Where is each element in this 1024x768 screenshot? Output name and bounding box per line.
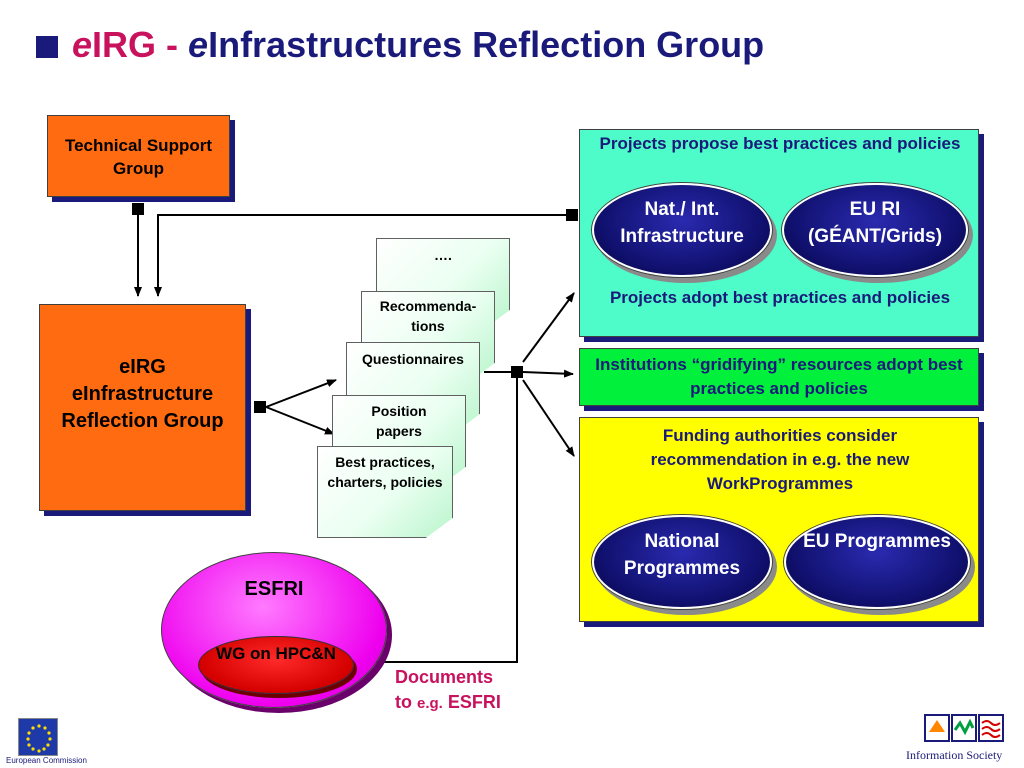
eirg-to-docs-arrow-upper xyxy=(265,379,337,408)
technical-support-group-label: Technical Support Group xyxy=(64,136,213,178)
eirg-line-1: eIRG xyxy=(119,356,166,378)
projects-to-eirg-arrow xyxy=(154,214,574,297)
documents-to-esfri-label: Documents to e.g. ESFRI xyxy=(395,665,501,716)
title-bullet xyxy=(36,36,58,58)
esfri-label: ESFRI xyxy=(244,578,304,600)
document-recommendations-label: Recommenda-tions xyxy=(379,298,477,334)
eirg-line-2: eInfrastructure xyxy=(71,383,214,405)
eirg-connector-square xyxy=(254,401,266,413)
projects-connector-square xyxy=(566,209,578,221)
tsg-connector-square xyxy=(132,203,144,215)
hub-to-projects-arrow xyxy=(522,292,575,363)
eirg-line-3: Reflection Group xyxy=(61,410,224,432)
national-programmes-label: National Programmes xyxy=(623,531,741,579)
hub-to-funding-arrow xyxy=(522,379,575,457)
document-questionnaires-label: Questionnaires xyxy=(362,351,464,367)
wg-hpcn-label: WG on HPC&N xyxy=(216,644,336,663)
page-title: eIRG - eInfrastructures Reflection Group xyxy=(72,24,765,65)
information-society-text: Information Society xyxy=(906,748,1003,762)
information-society-logo xyxy=(924,714,1004,744)
institutions-text: Institutions “gridifying” resources adop… xyxy=(595,355,963,398)
eu-programmes-label: EU Programmes xyxy=(803,531,951,552)
projects-bottom-text: Projects adopt best practices and polici… xyxy=(609,288,951,307)
nat-int-infrastructure-label: Nat./ Int. Infrastructure xyxy=(620,199,744,247)
eu-stars-icon xyxy=(26,724,52,753)
national-programmes-ellipse: National Programmes xyxy=(592,515,772,609)
hub-to-wg-arrow xyxy=(359,378,518,666)
european-commission-text: European Commission xyxy=(6,756,87,765)
nat-int-infrastructure-ellipse: Nat./ Int. Infrastructure xyxy=(592,183,772,277)
institutions-box: Institutions “gridifying” resources adop… xyxy=(579,348,979,406)
hub-connector-square xyxy=(511,366,523,378)
eirg-box: eIRG eInfrastructure Reflection Group xyxy=(39,304,246,511)
document-best-practices-label: Best practices, charters, policies xyxy=(327,454,443,490)
document-dots-label: …. xyxy=(434,247,452,263)
eirg-to-docs-arrow-lower xyxy=(265,406,335,435)
eu-programmes-ellipse: EU Programmes xyxy=(784,515,970,609)
information-society-icon xyxy=(924,714,1004,742)
eu-ri-label: EU RI (GÉANT/Grids) xyxy=(807,199,943,247)
technical-support-group-box: Technical Support Group xyxy=(47,115,230,197)
funding-text: Funding authorities consider recommendat… xyxy=(650,426,910,493)
projects-top-text: Projects propose best practices and poli… xyxy=(599,134,961,153)
documents-label-line-2: to e.g. ESFRI xyxy=(395,692,501,712)
european-commission-logo xyxy=(18,718,58,756)
document-best-practices: Best practices, charters, policies xyxy=(317,446,453,538)
hub-to-institutions-arrow xyxy=(522,369,574,378)
eu-ri-ellipse: EU RI (GÉANT/Grids) xyxy=(782,183,968,277)
wg-hpcn-ellipse: WG on HPC&N xyxy=(198,636,354,694)
document-position-papers-label: Position papers xyxy=(371,403,427,439)
documents-label-line-1: Documents xyxy=(395,667,494,687)
